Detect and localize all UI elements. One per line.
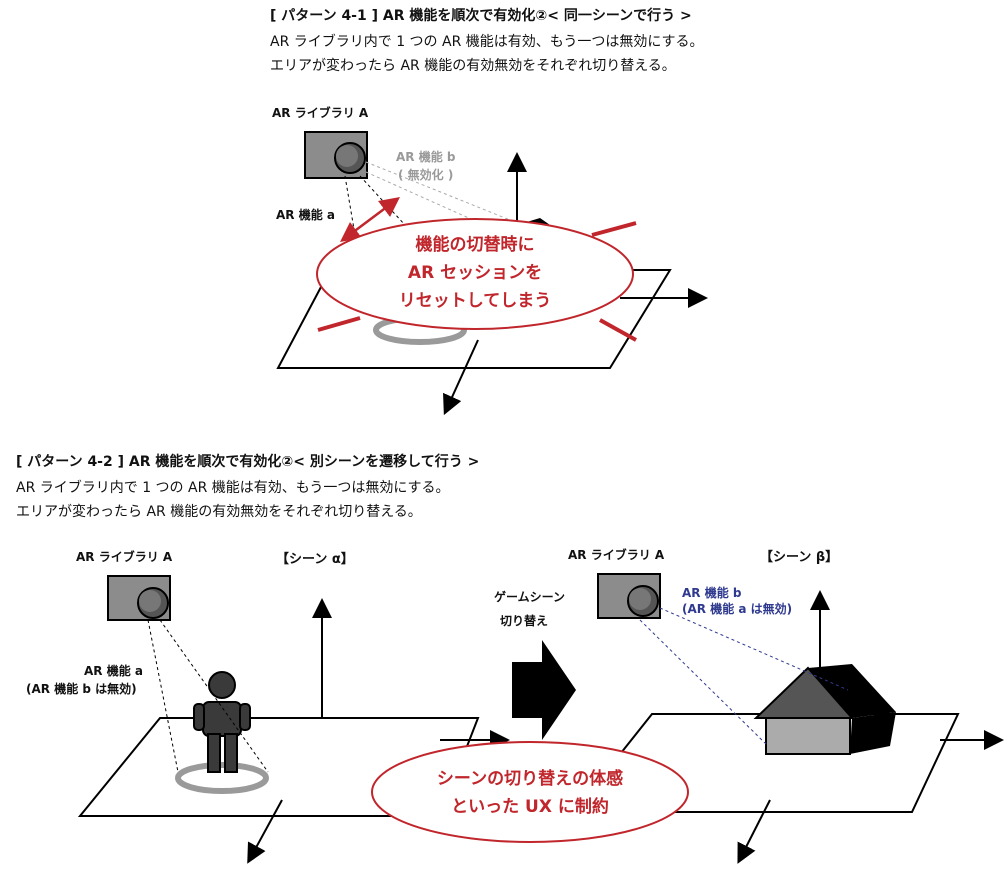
scene-alpha-title: 【シーン α】 — [276, 552, 354, 567]
camera-icon — [304, 131, 368, 179]
pattern2-description-line2: エリアが変わったら AR 機能の有効無効をそれぞれ切り替える。 — [16, 504, 422, 520]
scene-beta-title: 【シーン β】 — [760, 550, 839, 565]
scene-switch-label-2: 切り替え — [500, 614, 549, 628]
library-label: AR ライブラリ A — [272, 106, 369, 120]
warning-bubble-2 — [371, 741, 689, 843]
feature-b-label-beta: AR 機能 b — [682, 586, 742, 600]
z-axis — [443, 339, 479, 416]
pattern2-description-line1: AR ライブラリ内で 1 つの AR 機能は有効、もう一つは無効にする。 — [16, 480, 450, 496]
feature-a-note: (AR 機能 b は無効) — [26, 682, 137, 696]
pattern1-diagram: 機能の切替時に AR セッションを リセットしてしまう — [276, 131, 708, 416]
bubble1-line3: リセットしてしまう — [399, 291, 552, 311]
scene-switch-arrow — [512, 640, 576, 740]
person-figure — [193, 671, 251, 773]
scene-switch-label-1: ゲームシーン — [494, 590, 566, 604]
pattern1-description-line2: エリアが変わったら AR 機能の有効無効をそれぞれ切り替える。 — [270, 58, 676, 74]
library-label-beta: AR ライブラリ A — [568, 548, 665, 562]
feature-b-note: (AR 機能 a は無効) — [682, 602, 793, 616]
bubble2-line1: シーンの切り替えの体感 — [437, 768, 623, 789]
warning-bubble-1 — [316, 218, 634, 330]
feature-a-label-alpha: AR 機能 a — [84, 664, 143, 678]
library-label-alpha: AR ライブラリ A — [76, 550, 173, 564]
feature-b-label: AR 機能 b — [396, 150, 456, 164]
pattern1-header: [ パターン 4-1 ] AR 機能を順次で有効化②< 同一シーンで行う > — [270, 8, 692, 24]
feature-b-disabled-label: ( 無効化 ) — [398, 168, 454, 182]
feature-a-label: AR 機能 a — [276, 208, 335, 222]
bubble1-line2: AR セッションを — [408, 263, 542, 283]
target-ring-alpha — [175, 762, 269, 794]
camera-icon — [597, 573, 661, 619]
pattern2-header: [ パターン 4-2 ] AR 機能を順次で有効化②< 別シーンを遷移して行う … — [16, 454, 480, 470]
house-object — [753, 664, 896, 755]
bubble1-line1: 機能の切替時に — [416, 234, 535, 255]
bubble2-line2: といった UX に制約 — [451, 796, 609, 817]
pattern1-description-line1: AR ライブラリ内で 1 つの AR 機能は有効、もう一つは無効にする。 — [270, 34, 704, 50]
camera-icon — [107, 575, 171, 621]
